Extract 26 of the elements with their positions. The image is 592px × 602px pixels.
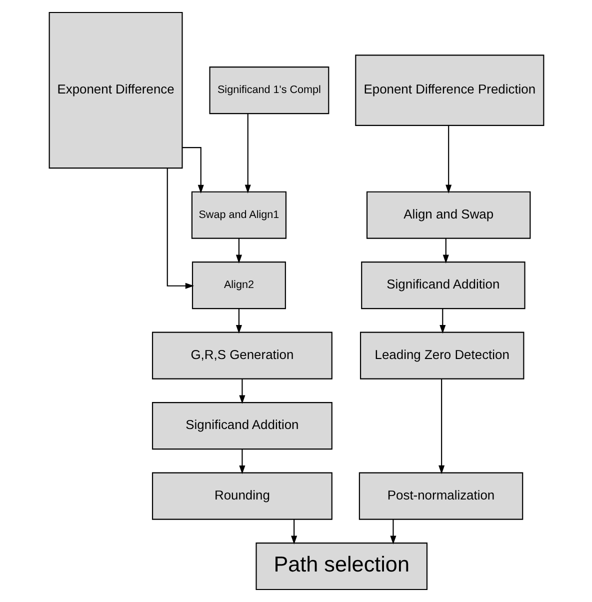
- node-box: Swap and Align1: [190, 191, 286, 239]
- node-box: Path selection: [255, 542, 428, 590]
- node-box: Align2: [191, 262, 286, 310]
- arrow: [445, 126, 452, 194]
- arrow: [235, 308, 242, 334]
- arrow: [238, 449, 245, 474]
- arrow: [244, 114, 250, 194]
- node-box: Leading Zero Detection: [359, 332, 524, 380]
- node-box: Significand 1's Compl: [208, 66, 329, 114]
- node-box: Align and Swap: [366, 191, 530, 239]
- node-box: G,R,S Generation: [151, 332, 332, 380]
- node-box: Exponent Difference: [48, 12, 182, 169]
- arrow: [290, 519, 297, 544]
- arrow: [438, 379, 444, 474]
- node-box: Eponent Difference Prediction: [354, 54, 544, 126]
- arrow: [235, 238, 242, 264]
- arrow: [439, 308, 446, 334]
- node-box: Significand Addition: [151, 402, 332, 450]
- node-box: Significand Addition: [360, 262, 525, 310]
- arrow: [166, 168, 194, 289]
- node-box: Post-normalization: [358, 472, 523, 520]
- arrow: [182, 147, 204, 194]
- arrow: [238, 378, 245, 404]
- node-box: Rounding: [151, 472, 332, 520]
- arrow: [390, 519, 396, 544]
- arrow: [442, 238, 448, 264]
